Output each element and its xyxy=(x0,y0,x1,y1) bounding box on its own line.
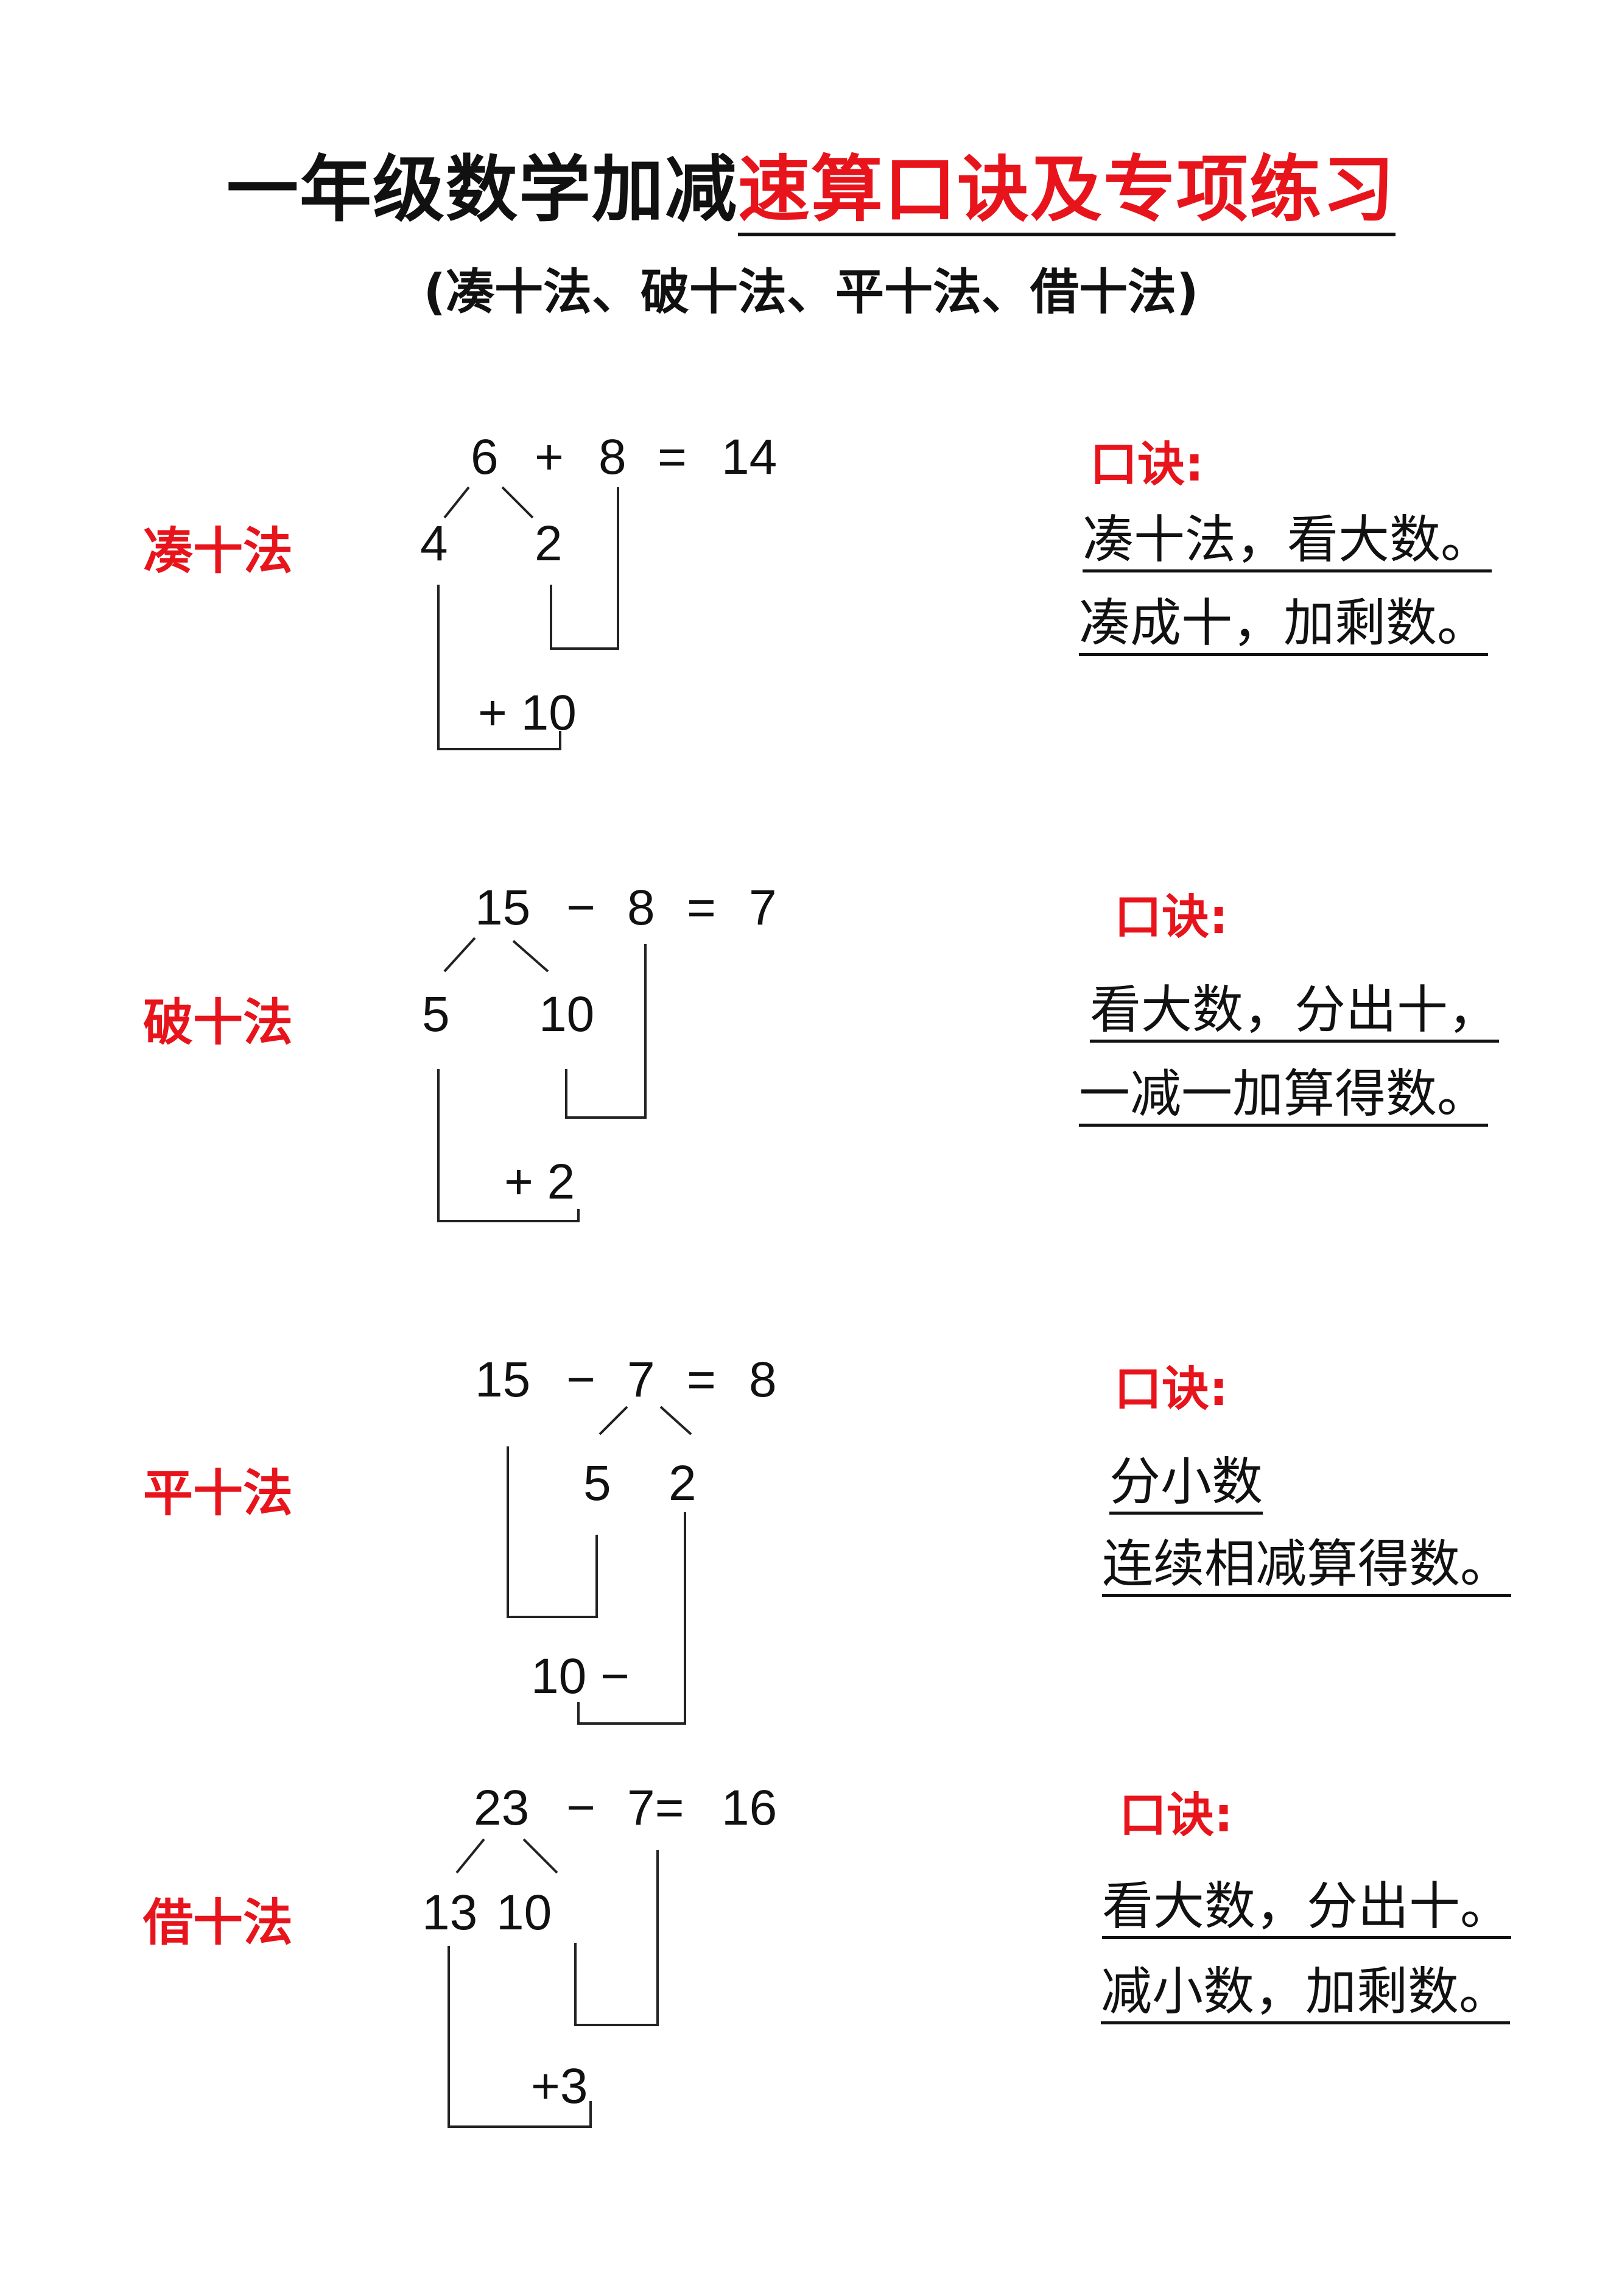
method-label: 借十法 xyxy=(143,1894,293,1952)
equation-result: 8 xyxy=(749,1352,777,1407)
equation-b: 8 xyxy=(599,429,627,485)
equation-result: 16 xyxy=(721,1780,778,1836)
equation-result: 7 xyxy=(749,880,777,935)
page-title: 一年级数学加减速算口诀及专项练习 xyxy=(0,131,1622,236)
step-text: + 2 xyxy=(504,1154,575,1210)
mnemonic-line-2: 连续相减算得数。 xyxy=(1102,1535,1512,1597)
step-text: +3 xyxy=(531,2058,588,2114)
mnemonic-line-1: 看大数，分出十。 xyxy=(1102,1877,1512,1939)
equation-a: 6 xyxy=(471,429,499,485)
equation-b: 7 xyxy=(627,1352,655,1407)
mnemonic-line-2: 减小数，加剩数。 xyxy=(1101,1962,1511,2024)
mnemonic-label: 口诀: xyxy=(1090,437,1204,492)
equation-b: 8 xyxy=(627,880,655,935)
method-label: 破十法 xyxy=(143,994,293,1052)
equation-eq: = xyxy=(687,880,716,935)
equation-a: 15 xyxy=(475,1352,531,1407)
step-text: 10 − xyxy=(531,1649,630,1704)
equation-a: 15 xyxy=(475,880,531,935)
split-left: 4 xyxy=(420,516,448,571)
equation-b: 7= xyxy=(627,1780,684,1836)
mnemonic-label: 口诀: xyxy=(1119,1788,1234,1843)
mnemonic-label: 口诀: xyxy=(1114,890,1229,945)
equation-op: + xyxy=(535,429,564,485)
mnemonic-label: 口诀: xyxy=(1114,1362,1229,1417)
step-text: + 10 xyxy=(478,685,577,741)
mnemonic-line-1: 分小数 xyxy=(1109,1453,1263,1515)
equation-result: 14 xyxy=(721,429,778,485)
equation-op: − xyxy=(566,1780,595,1836)
mnemonic-line-1: 凑十法，看大数。 xyxy=(1083,510,1492,572)
method-label: 平十法 xyxy=(143,1465,293,1523)
split-right: 2 xyxy=(535,516,563,571)
method-label: 凑十法 xyxy=(143,523,293,580)
equation-eq: = xyxy=(687,1352,716,1407)
title-red: 速算口诀及专项练习 xyxy=(738,147,1396,236)
split-right: 2 xyxy=(669,1456,697,1511)
title-black: 一年级数学加减 xyxy=(226,147,738,231)
split-left: 5 xyxy=(422,987,450,1042)
equation-op: − xyxy=(566,880,595,935)
mnemonic-line-2: 凑成十，加剩数。 xyxy=(1079,594,1489,656)
page-subtitle: (凑十法、破十法、平十法、借十法) xyxy=(423,264,1199,320)
equation-a: 23 xyxy=(474,1780,530,1836)
split-left: 5 xyxy=(583,1456,611,1511)
split-right: 10 xyxy=(539,987,595,1042)
split-right: 10 xyxy=(496,1885,552,1940)
equation-op: − xyxy=(566,1352,595,1407)
mnemonic-line-1: 看大数，分出十， xyxy=(1090,981,1500,1043)
mnemonic-line-2: 一减一加算得数。 xyxy=(1079,1065,1489,1127)
equation-eq: = xyxy=(658,429,687,485)
split-left: 13 xyxy=(422,1885,478,1940)
